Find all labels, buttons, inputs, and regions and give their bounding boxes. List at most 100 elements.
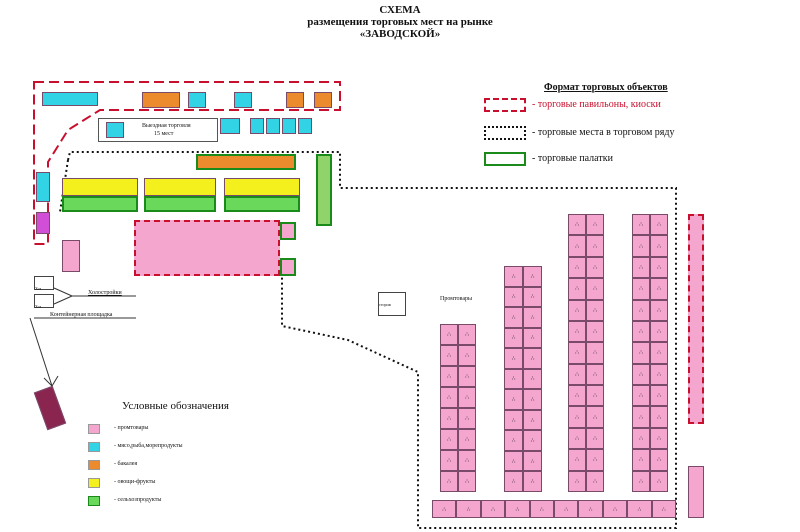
stall-row-vertical <box>316 154 332 226</box>
legend-label-promtovary: - промтовары <box>114 425 149 431</box>
pink-stall: ∴ <box>650 470 668 492</box>
pink-stall: ∴ <box>458 324 476 345</box>
pink-stall: ∴ <box>440 366 458 387</box>
exit-trade-count: 15 мест <box>154 131 174 137</box>
pink-stall: ∴ <box>568 406 586 428</box>
pink-stall: ∴ <box>440 387 458 408</box>
market-name: «ЗАВОДСКОЙ» <box>359 28 441 40</box>
format-legend-dashed-red-swatch <box>484 98 526 112</box>
pink-stall: ∴ <box>523 471 542 492</box>
pink-stall: ∴ <box>586 470 604 492</box>
pink-stall: ∴ <box>650 342 668 364</box>
pink-stall: ∴ <box>523 327 542 349</box>
pink-stall: ∴ <box>523 286 542 308</box>
pink-stall: ∴ <box>568 363 586 386</box>
stall-meat-3 <box>234 92 252 108</box>
pink-stall: ∴ <box>523 389 542 410</box>
pink-stall: ∴ <box>568 385 586 407</box>
legend-label-meat: - мясо,рыба,морепродукты <box>114 443 183 449</box>
stall-meat-8 <box>298 118 312 134</box>
pink-stall: ∴ <box>480 500 506 518</box>
format-legend-item-pavilions: - торговые павильоны, киоски <box>532 99 661 110</box>
pink-stall: ∴ <box>586 299 604 321</box>
pink-stall: ∴ <box>523 348 542 369</box>
pink-stall: ∴ <box>504 348 523 369</box>
pink-stall: ∴ <box>650 214 668 236</box>
stall-meat-4 <box>220 118 240 134</box>
format-legend-dotted-swatch <box>484 126 526 140</box>
pink-stall: ∴ <box>650 449 668 471</box>
pink-stall: ∴ <box>504 471 523 492</box>
pink-stall: ∴ <box>458 387 476 408</box>
stall-row-grocery <box>196 154 296 170</box>
stall-grocery-3 <box>314 92 332 108</box>
pink-stall: ∴ <box>440 408 458 429</box>
format-legend-item-row: - торговые места в торговом ряду <box>532 127 675 138</box>
page-title: СХЕМА <box>379 4 421 16</box>
container-area-label: Контейнерная площадка <box>50 312 113 318</box>
pink-stall: ∴ <box>586 214 604 236</box>
pink-stall: ∴ <box>602 500 628 518</box>
pink-stall: ∴ <box>568 320 586 343</box>
pink-stall: ∴ <box>458 408 476 429</box>
pink-stall: ∴ <box>632 235 650 257</box>
pink-stall: ∴ <box>586 385 604 407</box>
pink-stall: ∴ <box>650 427 668 450</box>
pink-stall: ∴ <box>632 406 650 428</box>
pink-stall: ∴ <box>650 320 668 343</box>
stall-pink-small <box>62 240 80 272</box>
legend-swatch-farm <box>88 496 100 506</box>
pink-stall: ∴ <box>650 363 668 386</box>
pink-stall: ∴ <box>440 429 458 450</box>
pink-stall: ∴ <box>632 449 650 471</box>
pink-stall: ∴ <box>432 500 457 518</box>
pink-stall: ∴ <box>586 342 604 364</box>
pink-stall: ∴ <box>504 430 523 451</box>
pink-stall: ∴ <box>504 286 523 308</box>
stall-grocery-2 <box>286 92 304 108</box>
stall-pink-left <box>36 212 50 234</box>
stall-veg-2 <box>144 178 216 196</box>
pink-stall: ∴ <box>504 266 523 287</box>
pink-stall: ∴ <box>632 363 650 386</box>
pink-stall: ∴ <box>586 256 604 279</box>
pink-stall: ∴ <box>632 427 650 450</box>
trade-row-boundary <box>67 151 677 529</box>
pink-stall: ∴ <box>523 266 542 287</box>
pink-stall: ∴ <box>523 450 542 472</box>
pink-stall: ∴ <box>632 299 650 321</box>
pink-stall: ∴ <box>632 278 650 300</box>
stall-pavilion-pink <box>134 220 280 276</box>
pink-stall: ∴ <box>586 363 604 386</box>
pink-stall: ∴ <box>627 500 652 518</box>
pavilion-zone-outline <box>33 81 341 245</box>
pink-stall: ∴ <box>440 471 458 492</box>
pink-stall: ∴ <box>568 235 586 257</box>
stall-pink-green-2 <box>280 258 296 276</box>
stall-veg-1 <box>62 178 138 196</box>
utility-b-label: Хоз <box>35 304 42 309</box>
pink-stall: ∴ <box>458 429 476 450</box>
promtovary-label: Промтовары <box>440 296 473 302</box>
pink-stall: ∴ <box>554 500 579 518</box>
pink-stall: ∴ <box>650 256 668 279</box>
stall-right-pavilion <box>688 214 704 424</box>
pink-stall: ∴ <box>568 470 586 492</box>
stall-meat-2 <box>188 92 206 108</box>
pink-stall: ∴ <box>632 470 650 492</box>
pink-stall: ∴ <box>651 500 676 518</box>
stall-meat-left <box>36 172 50 202</box>
stall-grocery-1 <box>142 92 180 108</box>
pink-stall: ∴ <box>458 345 476 366</box>
format-legend-item-tents: - торговые палатки <box>532 153 613 164</box>
stall-farm-1 <box>62 196 138 212</box>
utility-building-b: Хоз <box>34 294 54 309</box>
pink-stall: ∴ <box>632 214 650 236</box>
pink-stall: ∴ <box>440 345 458 366</box>
pink-stall: ∴ <box>504 327 523 349</box>
pink-stall: ∴ <box>632 385 650 407</box>
pink-stall: ∴ <box>504 368 523 390</box>
pink-stall: ∴ <box>456 500 481 518</box>
pink-stall: ∴ <box>504 450 523 472</box>
pink-stall: ∴ <box>568 449 586 471</box>
